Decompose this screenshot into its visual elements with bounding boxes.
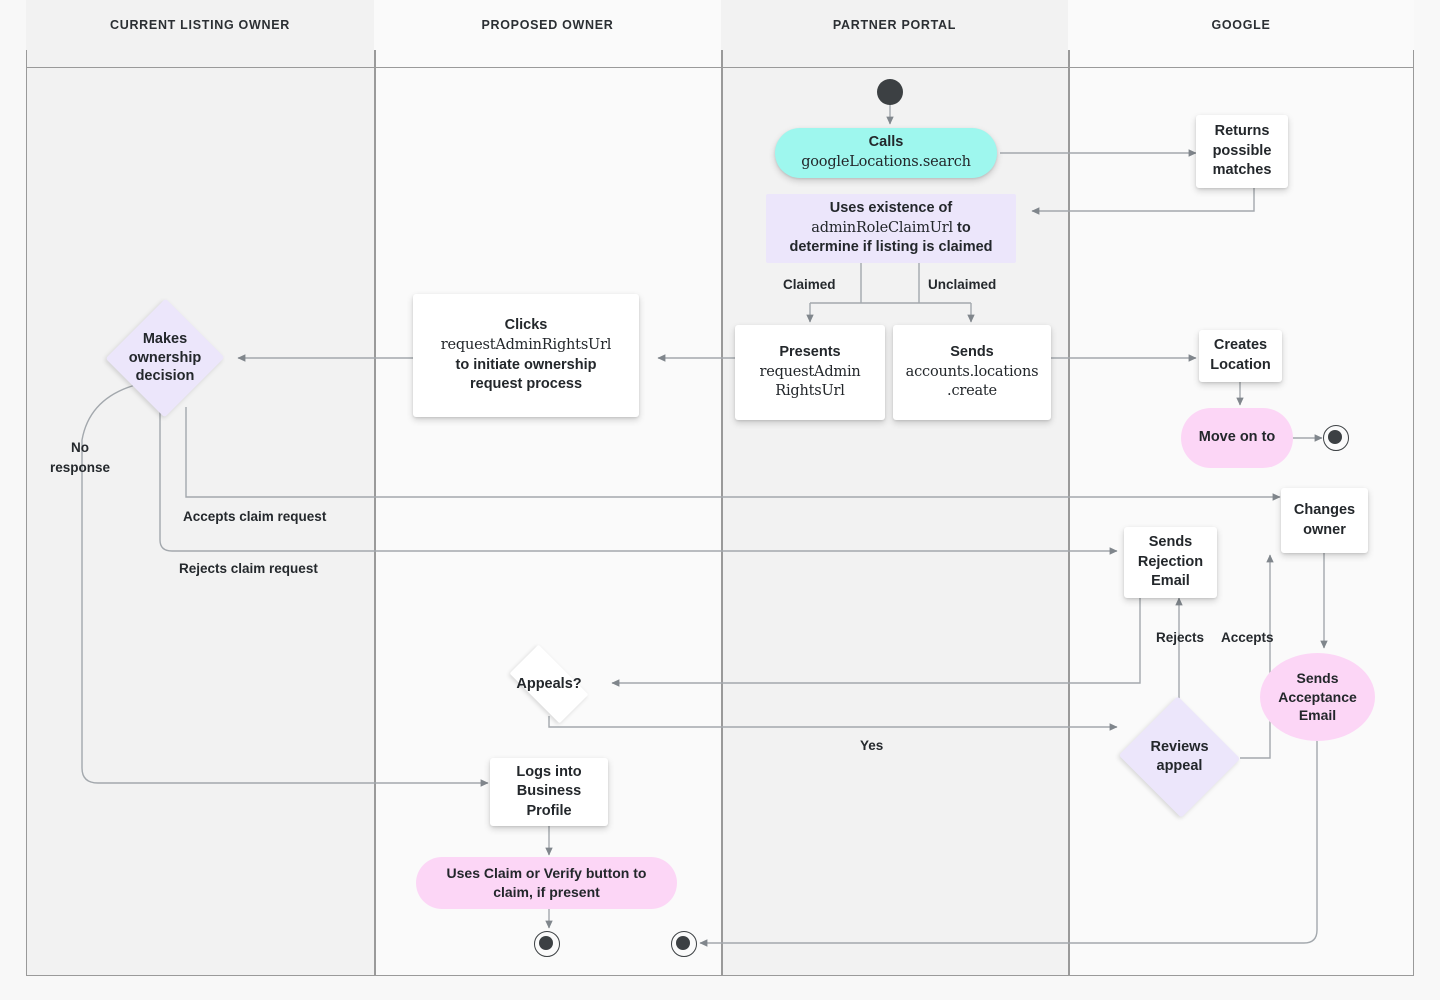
- node-label: Reviews appeal: [1150, 739, 1209, 774]
- node-label: Makes ownership decision: [128, 330, 202, 385]
- node-line-3: RightsUrl: [775, 383, 845, 400]
- lane-divider-3: [1068, 19, 1070, 975]
- node-line-3: to initiate ownership: [455, 356, 597, 373]
- lane-header-label: PARTNER PORTAL: [832, 18, 957, 32]
- edge-label-claimed: Claimed: [783, 277, 836, 292]
- end-node-google-top: [1323, 425, 1349, 451]
- node-code-fragment: adminRoleClaimUrl: [811, 219, 953, 236]
- node-sends-acceptance-email[interactable]: Sends Acceptance Email: [1260, 653, 1375, 741]
- node-line-2: accounts.locations: [905, 363, 1039, 380]
- node-clicks-request-admin-rights-url[interactable]: Clicks requestAdminRightsUrl to initiate…: [413, 294, 639, 417]
- lane-background-current-listing-owner: [27, 19, 374, 975]
- edge-label-accepts: Accepts: [1221, 630, 1274, 645]
- node-line-1: Calls: [868, 134, 904, 151]
- node-line-2: adminRoleClaimUrl to: [811, 219, 970, 239]
- node-line-2: googleLocations.search: [801, 154, 971, 170]
- lane-header-google: GOOGLE: [1068, 0, 1414, 50]
- end-node-partner-portal: [671, 931, 697, 957]
- node-appeals[interactable]: Appeals?: [492, 644, 606, 724]
- lane-header-label: PROPOSED OWNER: [481, 18, 614, 32]
- node-line-1: Clicks: [504, 317, 548, 334]
- node-returns-possible-matches[interactable]: Returns possible matches: [1196, 115, 1288, 188]
- node-line-3: determine if listing is claimed: [789, 239, 993, 256]
- lane-background-proposed-owner: [374, 19, 721, 975]
- node-line-2-suffix: to: [952, 219, 971, 236]
- edge-label-rejects-claim-request: Rejects claim request: [179, 561, 318, 576]
- node-changes-owner[interactable]: Changes owner: [1281, 488, 1368, 553]
- node-uses-existence-admin-role-claim-url[interactable]: Uses existence of adminRoleClaimUrl to d…: [766, 194, 1016, 263]
- edge-label-no-response: No response: [49, 440, 111, 475]
- start-node-partner-portal: [877, 79, 903, 105]
- edge-label-rejects: Rejects: [1156, 630, 1205, 645]
- lane-header-current-listing-owner: CURRENT LISTING OWNER: [26, 0, 374, 50]
- swimlane-header-row: [26, 18, 1414, 68]
- node-line-2: requestAdmin: [759, 363, 861, 380]
- node-reviews-appeal[interactable]: Reviews appeal: [1117, 696, 1242, 818]
- node-makes-ownership-decision[interactable]: Makes ownership decision: [105, 298, 225, 418]
- node-sends-rejection-email[interactable]: Sends Rejection Email: [1124, 527, 1217, 598]
- node-calls-google-locations-search[interactable]: Calls googleLocations.search: [775, 128, 997, 178]
- node-move-on-to[interactable]: Move on to: [1181, 408, 1293, 468]
- node-presents-request-admin-rights-url[interactable]: Presents requestAdmin RightsUrl: [735, 325, 885, 420]
- lane-divider-1: [374, 19, 376, 975]
- lane-header-partner-portal: PARTNER PORTAL: [721, 0, 1068, 50]
- lane-header-label: CURRENT LISTING OWNER: [110, 18, 290, 32]
- node-creates-location[interactable]: Creates Location: [1199, 330, 1282, 382]
- node-label: Appeals?: [516, 675, 582, 692]
- edge-label-yes: Yes: [860, 738, 884, 753]
- lane-header-label: GOOGLE: [1211, 18, 1271, 32]
- node-line-2: requestAdminRightsUrl: [440, 336, 612, 353]
- end-node-proposed-owner: [534, 931, 560, 957]
- node-line-1: Presents: [779, 344, 841, 361]
- node-logs-into-business-profile[interactable]: Logs into Business Profile: [490, 758, 608, 826]
- node-line-3: .create: [947, 383, 997, 400]
- node-line-1: Uses existence of: [829, 200, 953, 217]
- edge-label-accepts-claim-request: Accepts claim request: [183, 509, 327, 524]
- edge-label-unclaimed: Unclaimed: [928, 277, 997, 292]
- node-uses-claim-or-verify-button[interactable]: Uses Claim or Verify button to claim, if…: [416, 857, 677, 909]
- node-line-4: request process: [469, 376, 583, 393]
- node-line-1: Sends: [950, 344, 994, 361]
- node-sends-accounts-locations-create[interactable]: Sends accounts.locations .create: [893, 325, 1051, 420]
- lane-header-proposed-owner: PROPOSED OWNER: [374, 0, 721, 50]
- lane-divider-2: [721, 19, 723, 975]
